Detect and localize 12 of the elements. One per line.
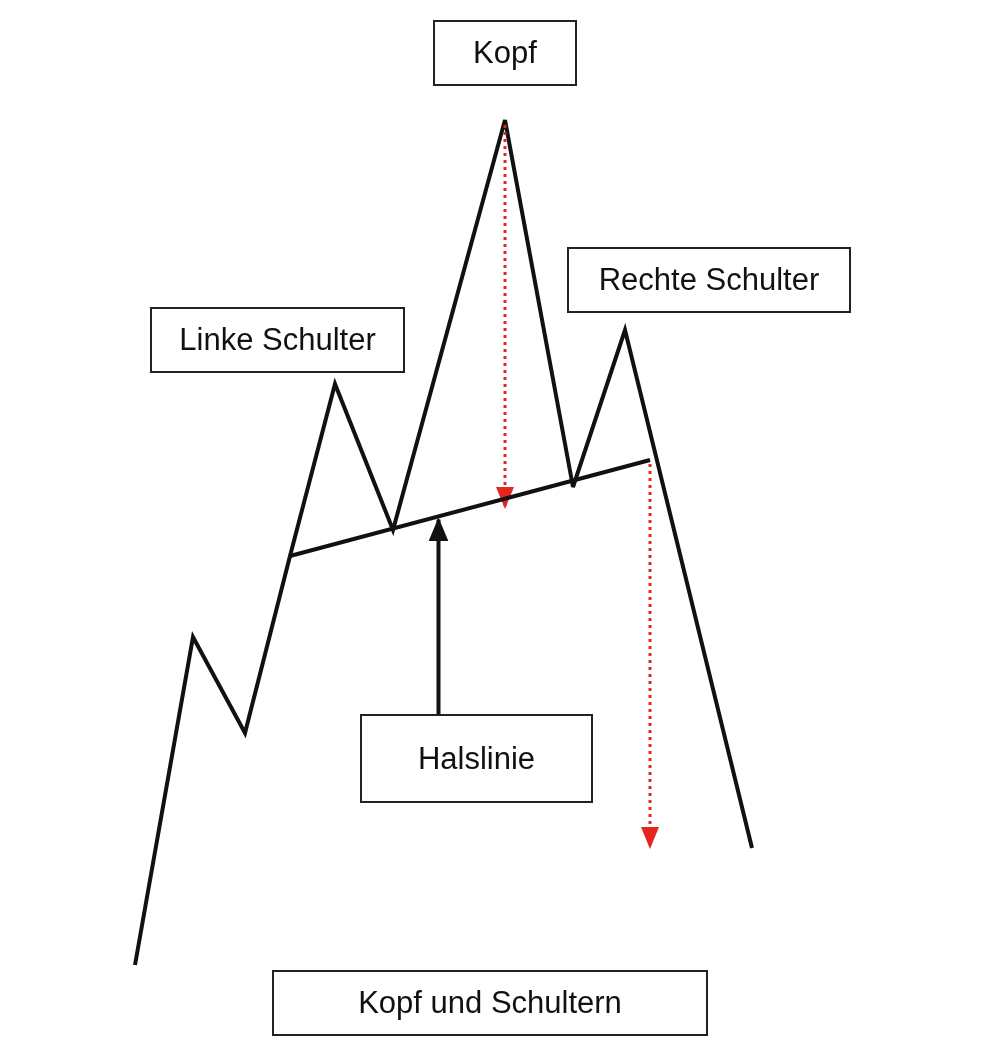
label-box xyxy=(360,714,593,803)
label-text: Halslinie xyxy=(417,740,536,777)
arrow xyxy=(428,517,449,714)
label-box xyxy=(150,307,405,373)
label-box xyxy=(272,970,708,1036)
label-box xyxy=(567,247,851,313)
label-text: Kopf und Schultern xyxy=(358,985,622,1021)
neckline xyxy=(289,458,651,558)
label-text: Kopf xyxy=(473,35,537,71)
label-box xyxy=(433,20,577,86)
label-text: Linke Schulter xyxy=(179,322,376,358)
label-text: Rechte Schulter xyxy=(598,262,820,298)
